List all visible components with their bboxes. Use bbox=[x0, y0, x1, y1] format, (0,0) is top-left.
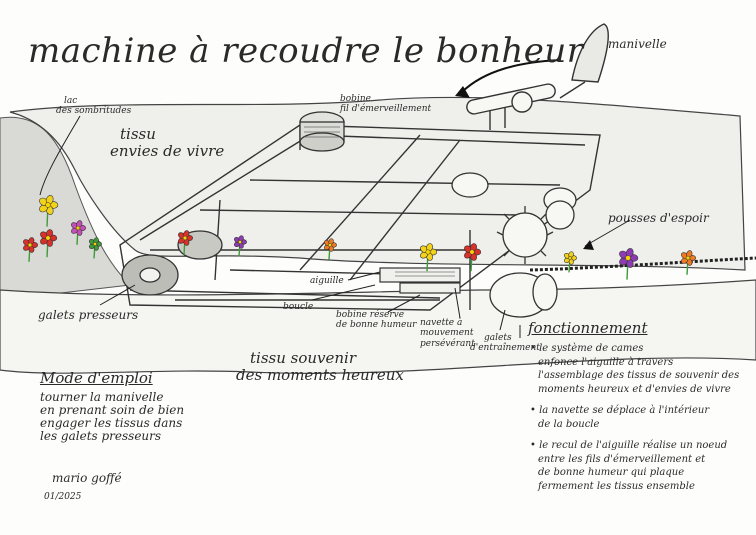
signature: mario goffé 01/2025 bbox=[44, 471, 122, 502]
needle-assembly bbox=[379, 267, 461, 294]
flower bbox=[681, 250, 697, 275]
flower bbox=[39, 195, 59, 227]
flowers-layer bbox=[23, 195, 697, 280]
label-bobine: bobine fil d'émerveillement bbox=[340, 94, 432, 115]
flower bbox=[178, 230, 193, 255]
flower bbox=[619, 248, 639, 280]
fabric-souvenir bbox=[0, 279, 756, 374]
label-tissu-envies: tissu envies de vivre bbox=[110, 125, 225, 161]
crank-handle bbox=[466, 23, 609, 130]
fonctionnement-heading: fonctionnement bbox=[528, 319, 648, 337]
label-boucle: boucle bbox=[283, 302, 314, 312]
flower bbox=[564, 251, 577, 273]
label-galets-entrainement: galets d'entraînement bbox=[470, 333, 540, 354]
page-title: machine à recoudre le bonheur bbox=[28, 31, 584, 71]
mode-emploi-text: tourner la manivelle en prenant soin de … bbox=[40, 390, 185, 444]
fonctionnement-item-3: • le recul de l'aiguille réalise un noeu… bbox=[530, 440, 728, 492]
label-lac: lac des sombritudes bbox=[56, 96, 132, 117]
label-navette: navette à mouvement persévérant bbox=[420, 318, 475, 349]
cam-wheels bbox=[451, 172, 577, 318]
bobbin-spool bbox=[299, 111, 345, 152]
fonctionnement-item-2: • la navette se déplace à l'intérieur de… bbox=[530, 405, 710, 430]
mode-emploi-heading: Mode d'emploi bbox=[40, 369, 153, 387]
flower bbox=[40, 229, 58, 258]
fonctionnement-item-1: • le système de cames enfonce l'aiguille… bbox=[530, 343, 740, 395]
flower bbox=[71, 220, 86, 245]
flower bbox=[324, 238, 337, 260]
label-aiguille: aiguille bbox=[310, 276, 344, 286]
flower bbox=[89, 237, 102, 259]
label-tissu-souvenir: tissu souvenir des moments heureux bbox=[236, 349, 404, 385]
drive-gear bbox=[496, 206, 554, 264]
flower bbox=[23, 237, 39, 262]
fonctionnement-list: • le système de cames enfonce l'aiguille… bbox=[530, 342, 739, 493]
signature-name: mario goffé bbox=[52, 471, 122, 485]
label-pousses: pousses d'espoir bbox=[608, 211, 709, 225]
fonctionnement: fonctionnement bbox=[528, 319, 648, 337]
flower bbox=[234, 235, 247, 257]
crank-arrow bbox=[461, 59, 561, 93]
mode-emploi: Mode d'emploi tourner la manivelle en pr… bbox=[40, 369, 185, 444]
leader-lines bbox=[39, 115, 631, 338]
flower bbox=[420, 243, 438, 272]
seam-line bbox=[529, 256, 756, 272]
signature-date: 01/2025 bbox=[44, 491, 82, 502]
label-manivelle: manivelle bbox=[608, 37, 667, 51]
flower bbox=[464, 243, 482, 272]
label-bobine-reserve: bobine réserve de bonne humeur bbox=[336, 310, 417, 331]
label-galets-presseurs: galets presseurs bbox=[38, 308, 139, 322]
